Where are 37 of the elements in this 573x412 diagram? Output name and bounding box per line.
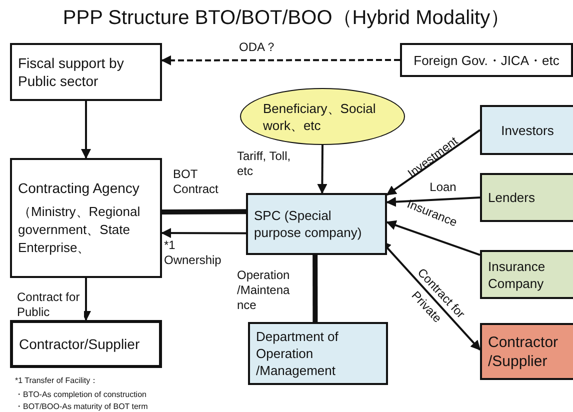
box-label: SPC (Special purpose company) — [254, 207, 363, 241]
box-label: Contracting Agency — [18, 179, 140, 197]
box-label: Foreign Gov.・JICA・etc — [412, 52, 560, 68]
arrow — [386, 220, 480, 256]
process-box — [480, 173, 573, 222]
process-box — [10, 320, 162, 368]
arrow — [386, 196, 480, 207]
box-label: Lenders — [488, 189, 536, 206]
title: PPP Structure BTO/BOT/BOO（Hybrid Modality） — [62, 6, 512, 31]
footnote: ・BTO-As completion of construction — [15, 390, 146, 400]
box-label: Fiscal support by Public sector — [18, 54, 125, 90]
arrow — [161, 228, 246, 238]
process-box — [10, 43, 162, 101]
edge-label: Contract for Public — [16, 290, 84, 320]
arrow — [386, 129, 481, 196]
arrow — [161, 55, 400, 66]
process-box — [480, 323, 573, 380]
connector-line — [312, 255, 318, 322]
box-label: Contractor /Supplier — [488, 332, 560, 370]
process-box — [248, 322, 388, 385]
process-box — [480, 250, 573, 299]
process-box — [246, 193, 387, 255]
footnote: *1 Transfer of Facility： — [15, 376, 98, 386]
box-note: （Ministry、Regional government、State Enterprise、 — [18, 203, 142, 257]
box-label: Investors — [500, 122, 555, 138]
footnote: ・BOT/BOO-As maturity of BOT term — [15, 402, 148, 412]
box-label: Beneficiary、Social work、etc — [263, 100, 377, 134]
box-label: Contractor/Supplier — [19, 335, 141, 353]
box-label: Insurance Company — [488, 258, 546, 292]
process-box — [480, 105, 573, 155]
connector-line — [162, 209, 246, 214]
arrow — [317, 145, 328, 194]
process-box — [400, 43, 573, 77]
edge-label: *1 Ownership — [163, 238, 222, 268]
process-box — [10, 158, 162, 278]
arrow — [81, 101, 91, 159]
box-label: Department of Operation /Management — [256, 328, 340, 379]
